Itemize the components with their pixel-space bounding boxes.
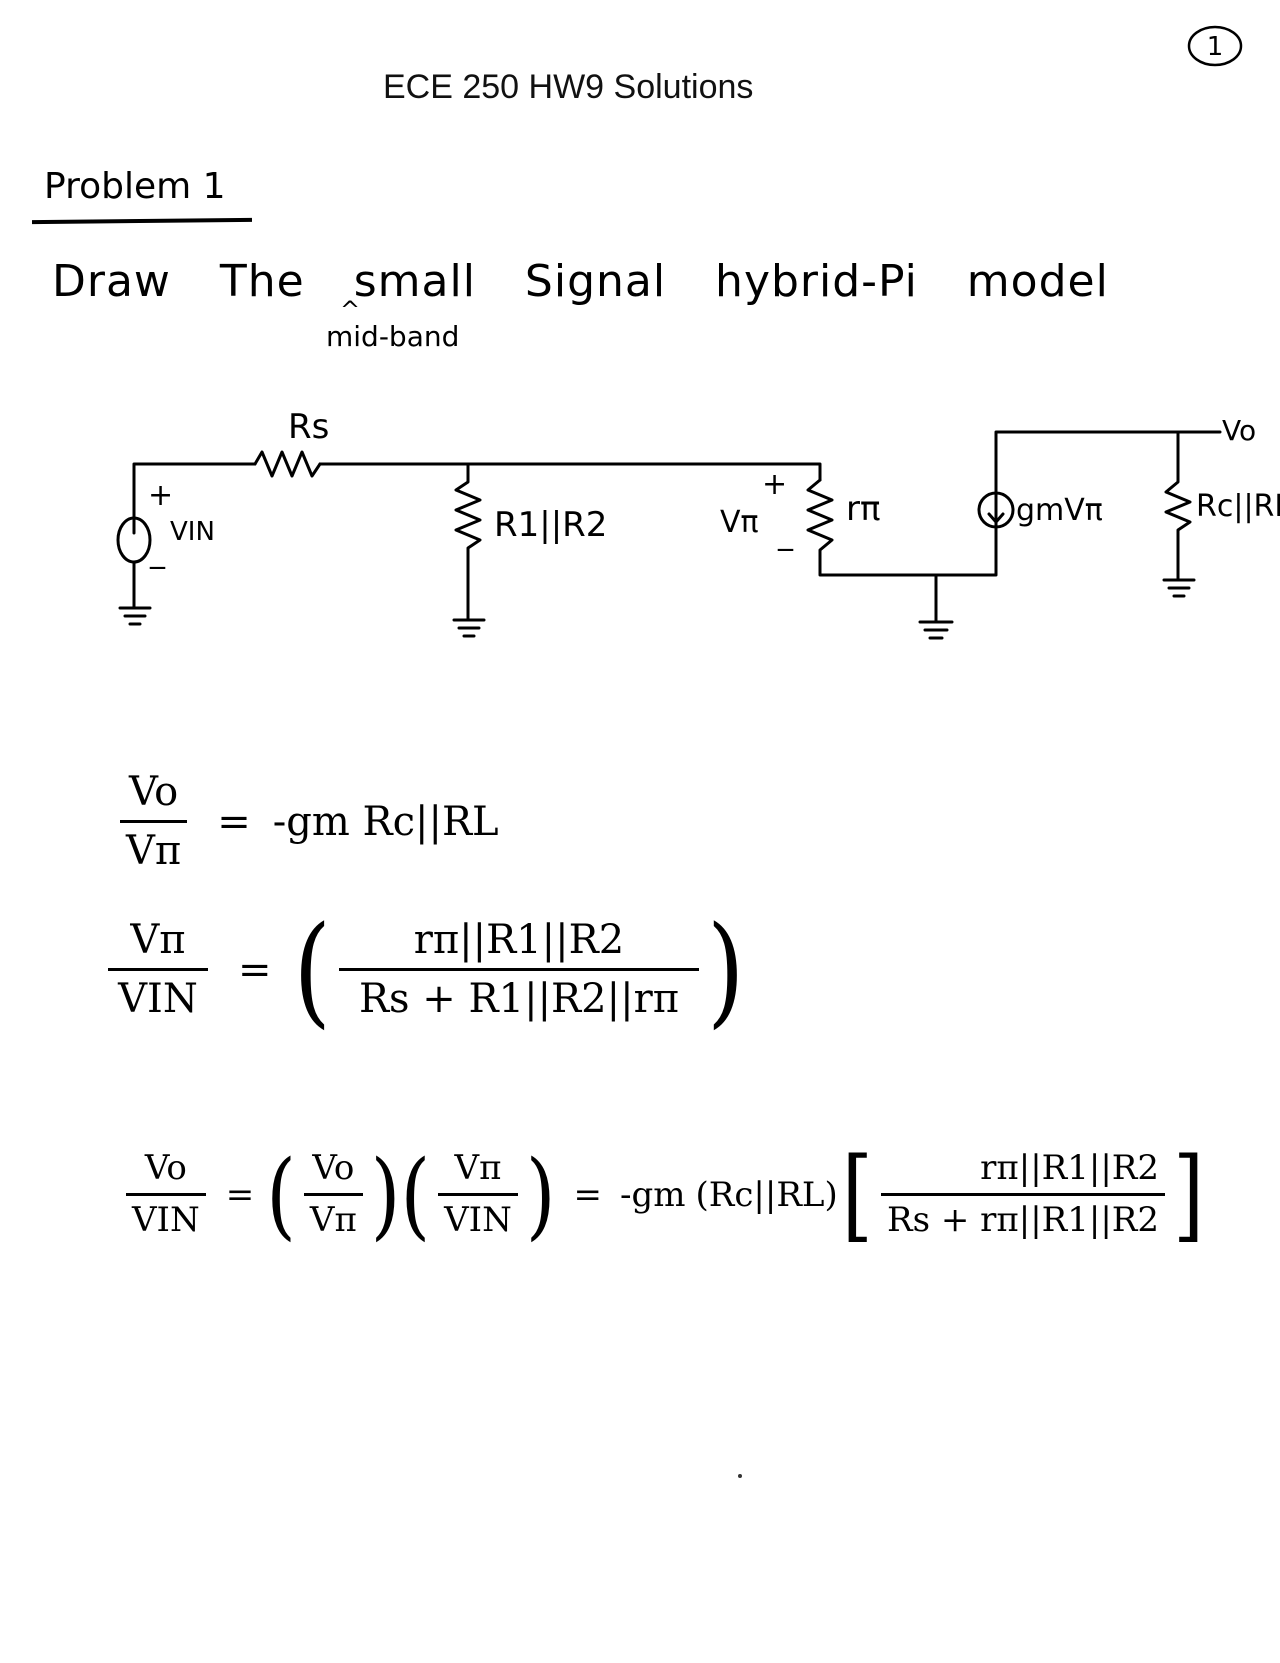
eq3-f2-bar — [438, 1193, 518, 1197]
source-plus: + — [148, 478, 173, 513]
r1r2-resistor-wire — [454, 462, 482, 622]
eq2-rhs-den: Rs + R1||R2||rπ — [358, 976, 679, 1022]
page-number: 1 — [1186, 24, 1244, 68]
source-ground — [118, 606, 152, 626]
page-title: ECE 250 HW9 Solutions — [383, 68, 754, 106]
heading-underline — [31, 217, 253, 225]
gm-arrow — [987, 496, 1005, 524]
rcrl-label: Rc||RL — [1196, 489, 1280, 524]
eq2-right-paren: ) — [706, 899, 745, 1040]
equation-3: Vo VIN = ( Vo Vπ ) ( Vπ VIN ) = -gm (Rc|… — [118, 1138, 1204, 1250]
eq3-f2-den: VIN — [444, 1200, 512, 1241]
eq1-lhs-fraction: Vo Vπ — [120, 769, 188, 874]
eq3-gm-term: -gm — [620, 1174, 686, 1215]
eq3-right-bracket: ] — [1173, 1136, 1205, 1253]
eq3-f1-fraction: Vo Vπ — [303, 1148, 363, 1241]
vpi-label: Vπ — [720, 505, 759, 540]
gm-source-circle — [977, 491, 1015, 529]
rpi-resistor — [806, 478, 998, 577]
eq3-lhs-den: VIN — [132, 1200, 200, 1241]
eq2-lhs-fraction: Vπ VIN — [108, 918, 208, 1021]
rs-resistor — [253, 450, 322, 478]
insert-note: mid-band — [326, 320, 460, 353]
equation-2: Vπ VIN = ( rπ||R1||R2 Rs + R1||R2||rπ ) — [100, 910, 744, 1030]
eq3-left-bracket: [ — [841, 1136, 873, 1253]
stray-dot — [738, 1474, 742, 1478]
eq3-equals-2: = — [573, 1174, 603, 1215]
problem-task: Draw The small Signal hybrid-Pi model — [52, 256, 1109, 307]
eq3-bracket-den: Rs + rπ||R1||R2 — [886, 1200, 1160, 1241]
top-wire — [318, 462, 822, 482]
eq2-rhs-num: rπ||R1||R2 — [413, 917, 625, 963]
eq1-equals: = — [217, 798, 251, 845]
eq2-left-paren: ( — [293, 899, 331, 1040]
eq1-lhs-den: Vπ — [126, 828, 182, 874]
eq3-f1-num: Vo — [312, 1148, 355, 1188]
rpi-label: rπ — [846, 489, 880, 529]
eq3-load-term: (Rc||RL) — [695, 1174, 838, 1215]
eq2-equals: = — [238, 946, 272, 993]
eq3-f1-bar — [303, 1193, 363, 1197]
eq3-equals: = — [225, 1174, 255, 1215]
eq2-lhs-bar — [108, 968, 208, 971]
eq1-lhs-bar — [120, 820, 188, 823]
source-minus: _ — [149, 535, 166, 570]
gm-label: gmVπ — [1016, 493, 1103, 528]
gm-wire-top — [994, 430, 1180, 502]
eq3-bracket-bar — [880, 1193, 1166, 1197]
r1r2-ground — [452, 618, 486, 638]
eq1-lhs-num: Vo — [128, 769, 179, 815]
eq3-bracket-fraction: rπ||R1||R2 Rs + rπ||R1||R2 — [880, 1148, 1166, 1241]
eq3-f2-num: Vπ — [454, 1148, 502, 1188]
vpi-plus: + — [762, 467, 787, 502]
equation-1: Vo Vπ = -gm Rc||RL — [112, 770, 499, 873]
eq3-f2-right-paren: ) — [525, 1138, 556, 1250]
center-ground — [918, 620, 954, 640]
output-label: Vo — [1222, 414, 1256, 447]
rcrl-resistor — [1164, 430, 1192, 582]
eq3-lhs-num: Vo — [144, 1148, 187, 1188]
eq3-bracket-num: rπ||R1||R2 — [980, 1148, 1160, 1188]
problem-heading: Problem 1 — [44, 166, 226, 207]
eq2-rhs-fraction: rπ||R1||R2 Rs + R1||R2||rπ — [338, 917, 699, 1022]
rcrl-ground — [1162, 578, 1196, 598]
eq3-f2-left-paren: ( — [400, 1138, 431, 1250]
eq3-f1-den: Vπ — [309, 1200, 357, 1241]
insert-caret: ^ — [340, 296, 361, 324]
eq3-lhs-fraction: Vo VIN — [126, 1148, 206, 1241]
rs-label: Rs — [288, 407, 329, 447]
eq1-rhs: -gm Rc||RL — [272, 798, 499, 845]
eq3-f1-left-paren: ( — [266, 1138, 296, 1250]
eq3-f1-right-paren: ) — [370, 1138, 401, 1250]
eq3-f2-fraction: Vπ VIN — [438, 1148, 518, 1241]
source-wire-top — [132, 462, 257, 535]
eq2-lhs-den: VIN — [118, 976, 198, 1022]
page-number-circle: 1 — [1187, 25, 1243, 67]
hybrid-pi-circuit: + _ VIN Rs R1||R2 + Vπ _ rπ gmVπ Rc||RL … — [116, 407, 1280, 640]
r1r2-label: R1||R2 — [494, 505, 607, 545]
eq2-rhs-bar — [338, 968, 699, 971]
page-number-text: 1 — [1207, 32, 1224, 62]
source-label: VIN — [170, 517, 215, 547]
vpi-minus: _ — [777, 517, 794, 552]
eq2-lhs-num: Vπ — [130, 917, 186, 963]
eq3-lhs-bar — [126, 1193, 206, 1197]
